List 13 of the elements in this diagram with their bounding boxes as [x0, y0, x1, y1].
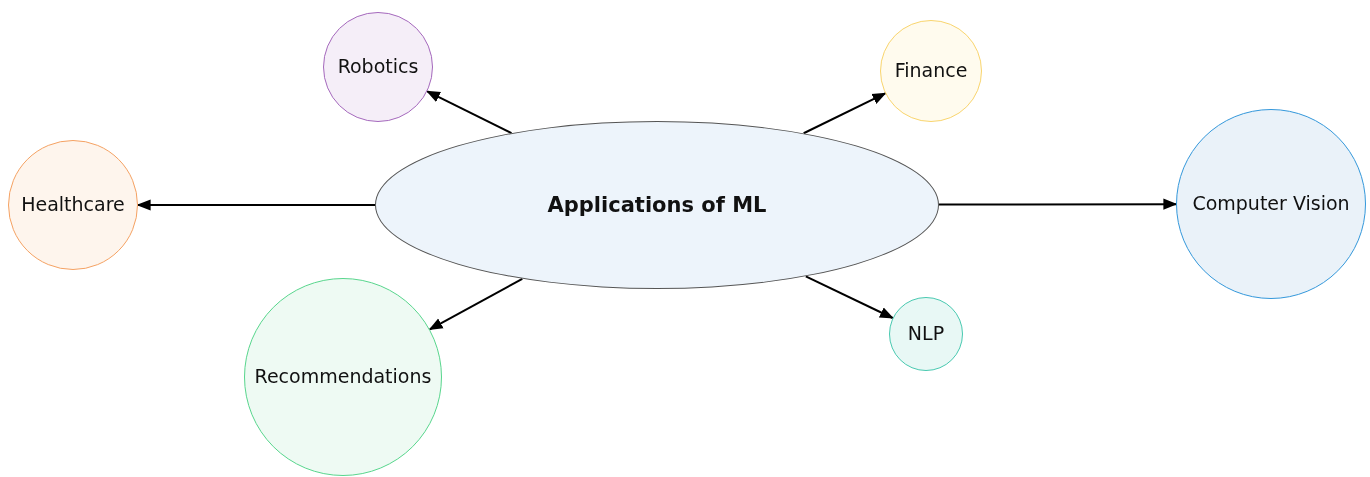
- arrow: [802, 92, 887, 135]
- node-label: Finance: [893, 59, 969, 83]
- node-label: Recommendations: [253, 365, 433, 389]
- arrow: [428, 277, 524, 331]
- node-label: Robotics: [336, 55, 420, 79]
- arrow: [804, 275, 894, 319]
- node-label: Computer Vision: [1191, 192, 1351, 216]
- arrow: [136, 199, 376, 211]
- node-label: NLP: [906, 322, 946, 346]
- arrow: [426, 90, 513, 135]
- arrow: [938, 198, 1178, 210]
- node-label: Applications of ML: [546, 191, 768, 219]
- node-label: Healthcare: [20, 193, 126, 217]
